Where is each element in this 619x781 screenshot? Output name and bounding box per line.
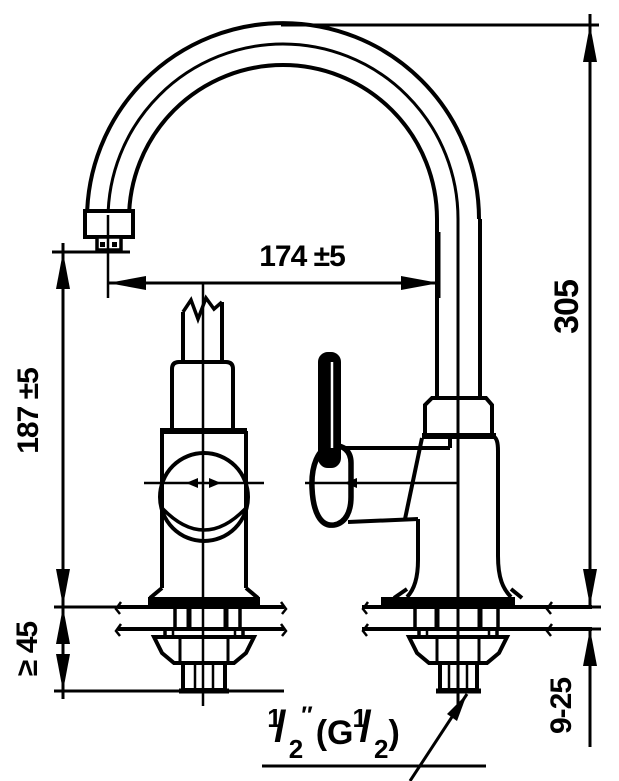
- spout-outlet: [83, 209, 135, 298]
- thread-alt-open: (G: [315, 714, 354, 752]
- dimension-spout-reach: [108, 232, 441, 298]
- fraction-one-half: 1/2: [267, 702, 304, 764]
- spout-reach-value: 174 ±5: [259, 240, 346, 273]
- cartridge-housing-bottom: [347, 517, 419, 524]
- arrowhead-right: [401, 276, 439, 290]
- locknut-flats: [435, 637, 481, 663]
- side-body-right-edge: [491, 434, 513, 599]
- front-base-flare-left: [148, 586, 164, 600]
- arrowhead-up: [583, 25, 597, 62]
- gooseneck-spout: [85, 21, 482, 398]
- spout-height-value: 187 ±5: [12, 368, 45, 454]
- arrowhead-down: [583, 569, 597, 606]
- locknut: [405, 635, 511, 665]
- deck-break-symbol: [279, 623, 288, 637]
- arrowhead-up: [56, 252, 70, 289]
- arrowhead-down: [56, 569, 70, 606]
- side-base-gasket: [381, 597, 515, 607]
- deck-break-symbol: [545, 623, 554, 637]
- side-base-flare-left: [392, 587, 409, 600]
- arrowhead-down: [56, 654, 70, 691]
- deck-break-symbol: [279, 601, 288, 615]
- min-clearance-value: ≥ 45: [11, 621, 44, 677]
- countertop-side: [361, 601, 592, 637]
- arrowhead-up: [583, 629, 597, 666]
- inch-mark: ″: [301, 702, 313, 729]
- shank-thread-lines: [447, 663, 469, 690]
- handle-lever: [318, 352, 341, 468]
- countertop-front: [114, 601, 288, 637]
- shank-thread-lines: [193, 663, 215, 690]
- dimension-deck-thickness: [566, 627, 601, 747]
- total-height-value: 305: [548, 280, 586, 334]
- centerline-tick: [209, 478, 221, 488]
- centerline-tick: [344, 478, 357, 488]
- aerator-detail: [100, 242, 105, 247]
- mounting-side: [405, 627, 511, 694]
- spout-outer-edge: [85, 21, 481, 220]
- aerator-detail: [112, 242, 117, 247]
- dimension-total-height: [281, 14, 601, 609]
- arrowhead-up: [56, 607, 70, 644]
- side-view-body: [305, 219, 524, 705]
- fraction-one-half-alt: 1/2: [352, 702, 389, 764]
- deck-break-symbol: [361, 601, 370, 615]
- locknut-flats: [178, 637, 230, 663]
- deck-thickness-value: 9-25: [545, 677, 578, 735]
- leader-arrowhead: [447, 694, 467, 721]
- front-base-flare-right: [244, 586, 260, 600]
- deck-break-symbol: [545, 601, 554, 615]
- deck-break-symbol: [361, 623, 370, 637]
- dimension-min-clearance: [54, 607, 284, 699]
- spout-inner-edge: [127, 63, 439, 220]
- side-base-flare-right: [509, 587, 524, 600]
- deck-break-symbol: [114, 623, 123, 637]
- dimension-spout-height: [52, 243, 130, 609]
- thread-alt-close: ): [388, 714, 400, 752]
- front-view-body: [144, 284, 264, 706]
- locknut: [150, 635, 258, 665]
- body-junction-slant: [403, 437, 424, 520]
- deck-break-symbol: [114, 601, 123, 615]
- spout-center-edge: [106, 42, 460, 220]
- thread-leader: [262, 693, 486, 781]
- side-body-left-lower: [405, 519, 420, 599]
- arrowhead-left: [108, 276, 146, 290]
- centerline-tick: [186, 478, 198, 488]
